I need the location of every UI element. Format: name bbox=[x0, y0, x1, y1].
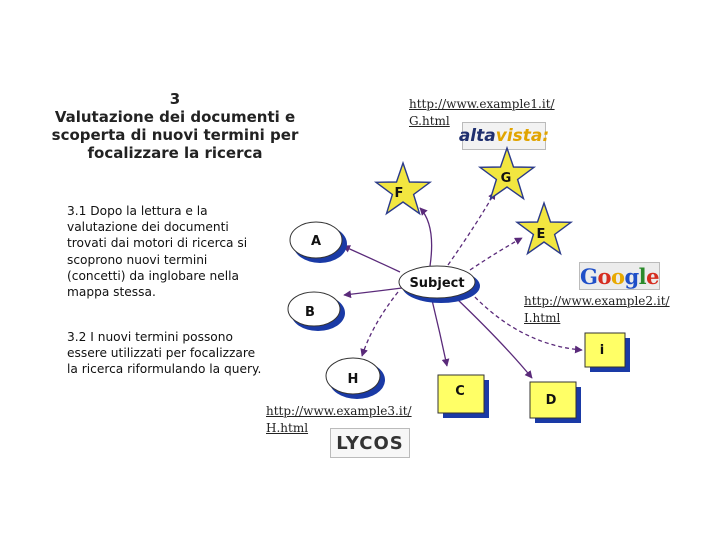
node-h-label: H bbox=[348, 372, 359, 387]
node-f: F bbox=[373, 160, 433, 216]
arrow-subject-to-d bbox=[455, 297, 533, 379]
node-b: B bbox=[287, 291, 345, 331]
node-g-label: G bbox=[501, 171, 512, 186]
google-logo-letter: o bbox=[610, 263, 625, 289]
url-example2-link[interactable]: http://www.example2.it/ I.html bbox=[524, 294, 670, 325]
altavista-logo-part2: vista: bbox=[495, 126, 550, 146]
url-example1-link[interactable]: http://www.example1.it/ G.html bbox=[409, 97, 555, 128]
subject-label: Subject bbox=[409, 276, 464, 291]
google-logo-letter: l bbox=[638, 263, 647, 289]
node-e: E bbox=[514, 200, 574, 256]
node-a: A bbox=[289, 221, 347, 263]
slide-number: 3 bbox=[169, 90, 181, 108]
node-g: G bbox=[477, 145, 537, 201]
arrow-subject-to-i bbox=[469, 291, 583, 354]
altavista-logo-part1: alta bbox=[458, 126, 496, 146]
node-f-label: F bbox=[395, 186, 404, 201]
node-d-label: D bbox=[546, 393, 557, 408]
arrow-subject-to-b bbox=[343, 287, 403, 299]
node-e-label: E bbox=[537, 227, 546, 242]
slide-title: 3 Valutazione dei documenti e scoperta d… bbox=[40, 90, 310, 162]
google-logo-letter: g bbox=[624, 263, 639, 289]
node-a-label: A bbox=[311, 234, 321, 249]
arrow-subject-to-a bbox=[342, 245, 401, 273]
paragraph-3-2: 3.2 I nuovi termini possono essere utili… bbox=[67, 330, 262, 377]
node-h: H bbox=[325, 357, 385, 399]
node-i: i bbox=[584, 332, 630, 372]
node-i-label: i bbox=[600, 343, 604, 358]
node-c: C bbox=[437, 374, 489, 418]
slide-title-text: Valutazione dei documenti e scoperta di … bbox=[51, 108, 299, 162]
lycos-logo: LYCOS bbox=[330, 428, 410, 458]
arrow-subject-to-g bbox=[447, 191, 496, 266]
google-logo-letter: o bbox=[597, 263, 611, 289]
arrow-subject-to-f bbox=[419, 207, 433, 267]
node-c-label: C bbox=[455, 384, 465, 399]
arrow-subject-to-e bbox=[469, 237, 523, 271]
url-example3-link[interactable]: http://www.example3.it/ H.html bbox=[266, 404, 412, 435]
google-logo-letter: G bbox=[580, 263, 598, 289]
arrow-subject-to-h bbox=[360, 291, 399, 357]
node-b-label: B bbox=[305, 305, 315, 320]
google-logo-letter: e bbox=[646, 263, 660, 289]
node-d: D bbox=[529, 381, 581, 423]
arrow-subject-to-c bbox=[431, 299, 450, 367]
paragraph-3-1: 3.1 Dopo la lettura e la valutazione dei… bbox=[67, 204, 248, 300]
subject-node: Subject bbox=[398, 265, 480, 303]
